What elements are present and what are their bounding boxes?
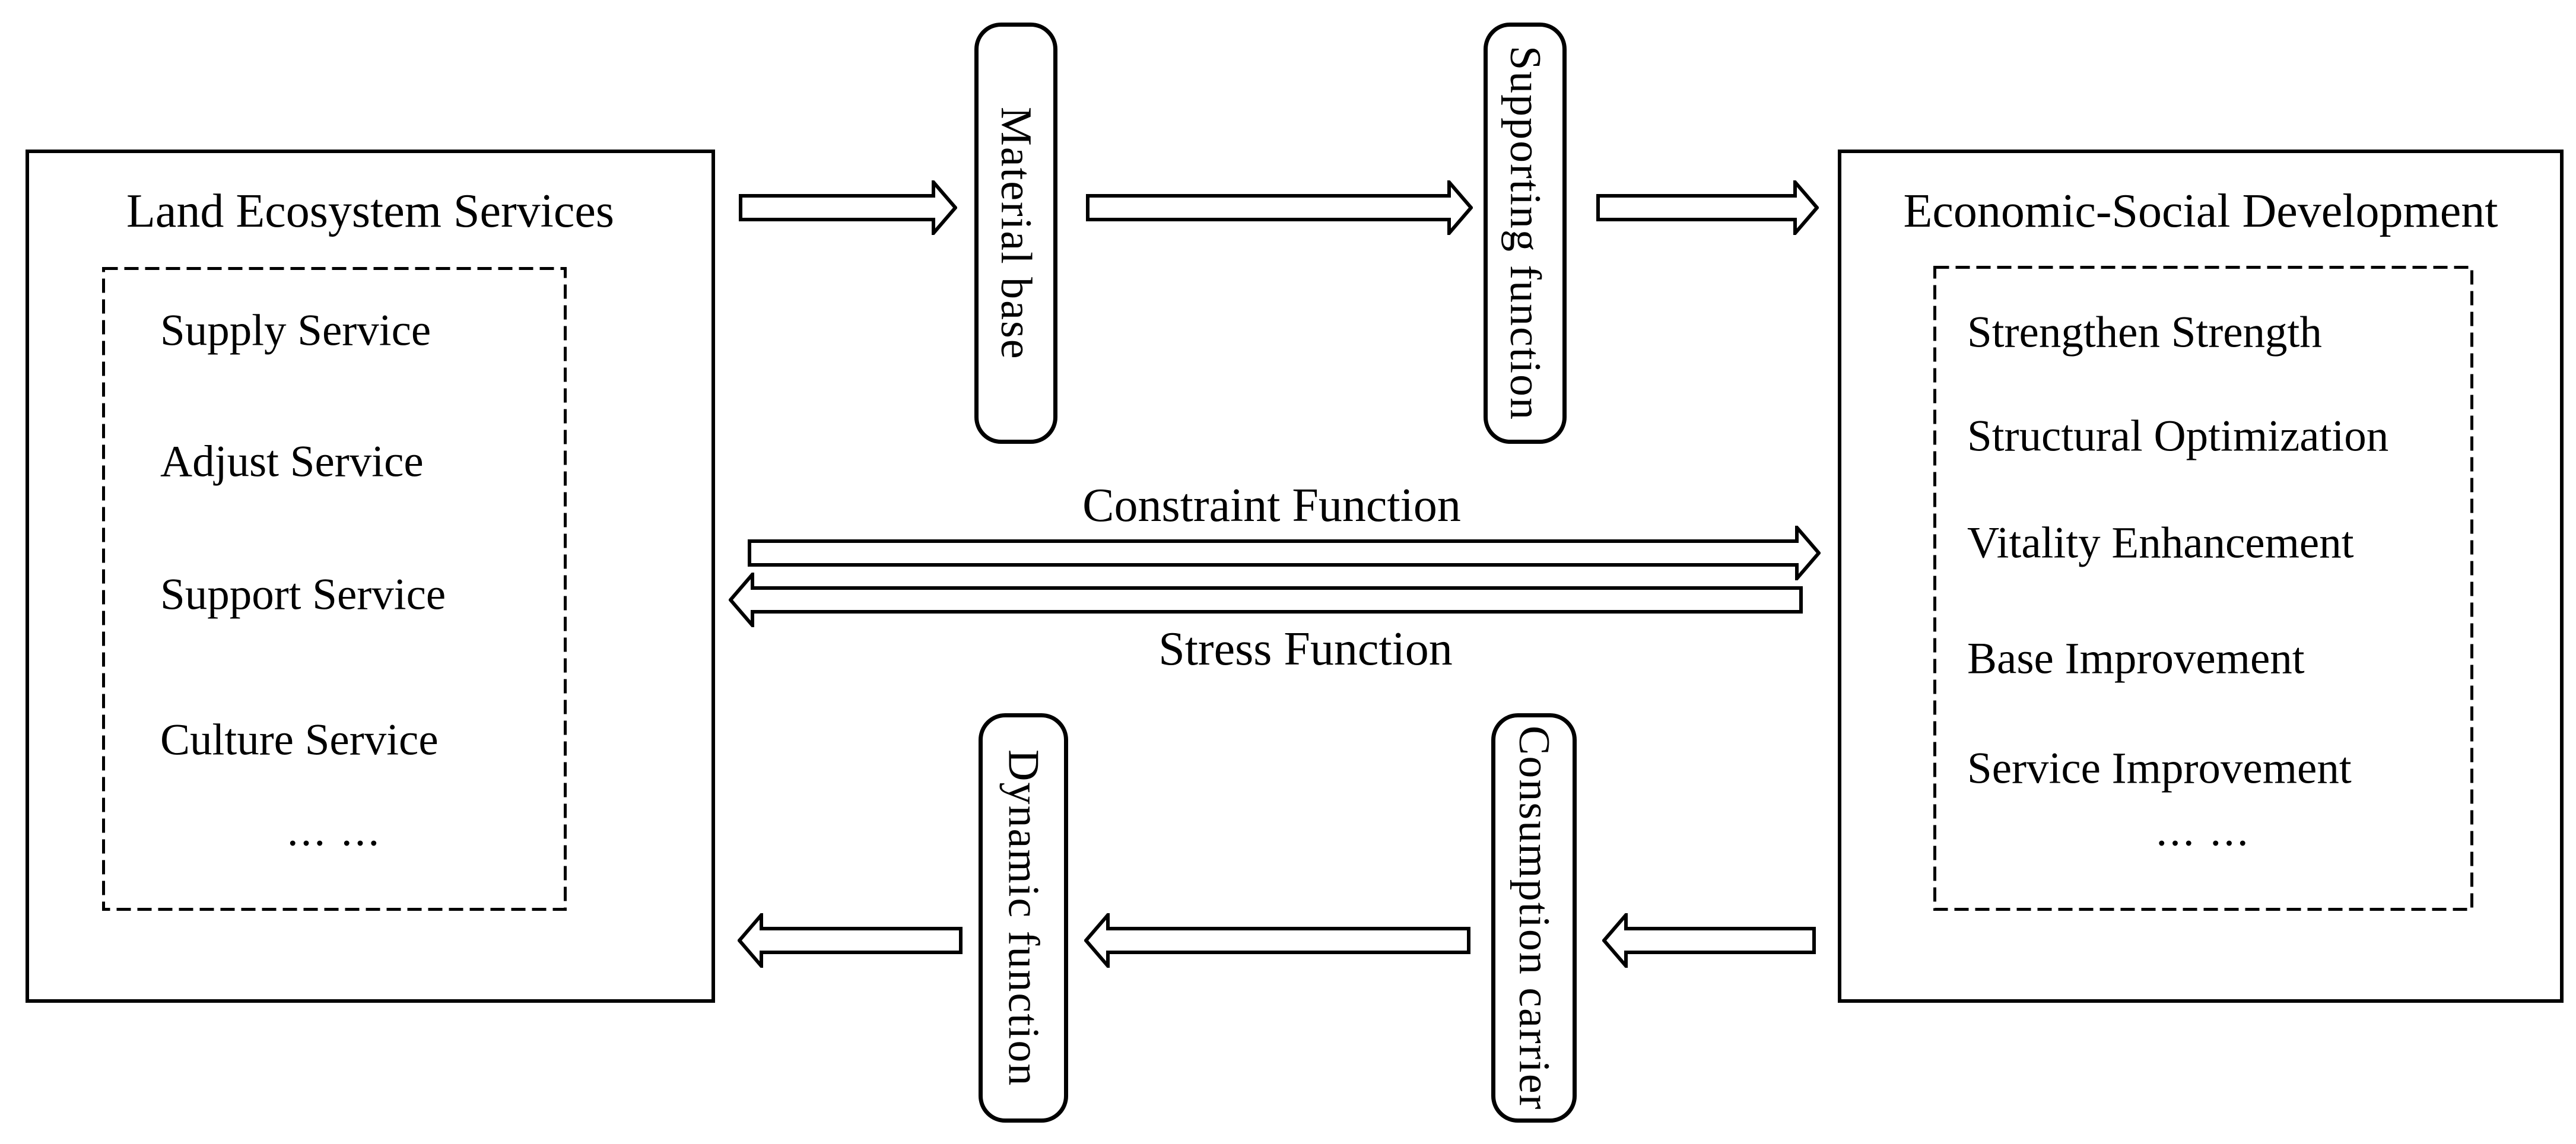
node-material-base: Material base xyxy=(974,23,1057,444)
list-item: Structural Optimization xyxy=(1967,411,2389,461)
node-consumption-carrier-label: Consumption carrier xyxy=(1510,725,1558,1111)
arrow-constraint-function-icon xyxy=(748,526,1821,580)
arrow-dynamic-to-left-panel-icon xyxy=(738,913,963,968)
arrow-left-to-material-base-icon xyxy=(739,180,957,235)
left-panel-box xyxy=(26,150,715,1003)
stress-function-label: Stress Function xyxy=(1158,623,1453,675)
list-item: Base Improvement xyxy=(1967,634,2305,684)
list-item: Strengthen Strength xyxy=(1967,307,2322,357)
right-panel-box xyxy=(1838,150,2564,1003)
arrow-consumption-to-dynamic-icon xyxy=(1084,913,1470,968)
right-panel-dashed-border xyxy=(1933,266,2473,911)
list-item: Culture Service xyxy=(160,715,439,765)
list-item: Adjust Service xyxy=(160,437,424,487)
arrow-right-panel-to-consumption-icon xyxy=(1602,913,1816,968)
left-panel-dashed-border xyxy=(102,267,567,911)
node-supporting-function-label: Supporting function xyxy=(1501,45,1549,421)
list-item: Service Improvement xyxy=(1967,743,2352,793)
node-dynamic-function: Dynamic function xyxy=(979,713,1068,1123)
node-supporting-function: Supporting function xyxy=(1484,23,1567,444)
constraint-function-label: Constraint Function xyxy=(1082,479,1461,532)
arrow-material-to-supporting-icon xyxy=(1086,180,1473,235)
right-panel-title: Economic-Social Development xyxy=(1903,185,2498,237)
right-panel-ellipsis: ... ... xyxy=(2156,806,2251,856)
left-panel-title: Land Ecosystem Services xyxy=(126,185,614,237)
node-dynamic-function-label: Dynamic function xyxy=(999,749,1048,1087)
arrow-stress-function-icon xyxy=(729,573,1803,627)
list-item: Vitality Enhancement xyxy=(1967,518,2354,568)
left-panel-ellipsis: ... ... xyxy=(287,806,382,856)
list-item: Supply Service xyxy=(160,306,431,355)
node-consumption-carrier: Consumption carrier xyxy=(1491,713,1577,1123)
arrow-supporting-to-right-panel-icon xyxy=(1596,180,1819,235)
node-material-base-label: Material base xyxy=(992,106,1040,360)
list-item: Support Service xyxy=(160,570,446,619)
